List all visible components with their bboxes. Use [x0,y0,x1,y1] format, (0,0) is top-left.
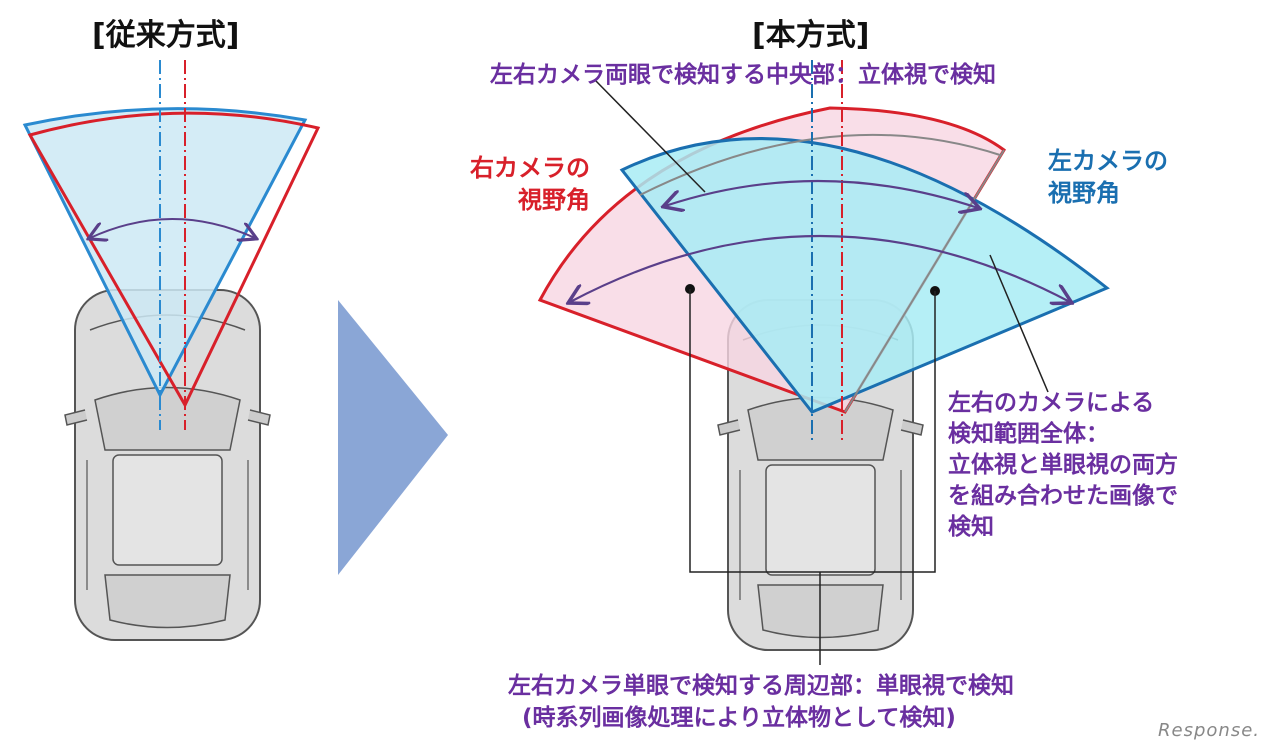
watermark: Response. [1158,720,1260,741]
right-camera-fov-conventional [27,111,321,409]
whole-range-arrow [570,234,1070,302]
left-camera-fov-label: 左カメラの視野角 [1048,147,1168,207]
conventional-fov [22,60,321,430]
title-new: [本方式] [752,18,870,53]
whole-range-label: 左右のカメラによる検知範囲全体：立体視と単眼視の両方を組み合わせた画像で検知 [948,390,1178,540]
new-fov [537,60,1110,665]
transition-arrow-icon [338,300,448,575]
left-camera-fov-conventional [22,107,308,399]
periphery-bracket [689,289,936,573]
title-conventional: [従来方式] [92,18,240,53]
periphery-label: 左右カメラ単眼で検知する周辺部：単眼視で検知(時系列画像処理により立体物として検… [508,673,1014,731]
right-camera-fov-label: 右カメラの視野角 [470,154,590,214]
center-zone-label: 左右カメラ両眼で検知する中央部：立体視で検知 [490,62,996,88]
leader-whole [989,254,1049,393]
fov-angle-arrow [90,218,255,238]
center-zone-arrow [665,179,978,208]
leader-center [594,79,706,193]
